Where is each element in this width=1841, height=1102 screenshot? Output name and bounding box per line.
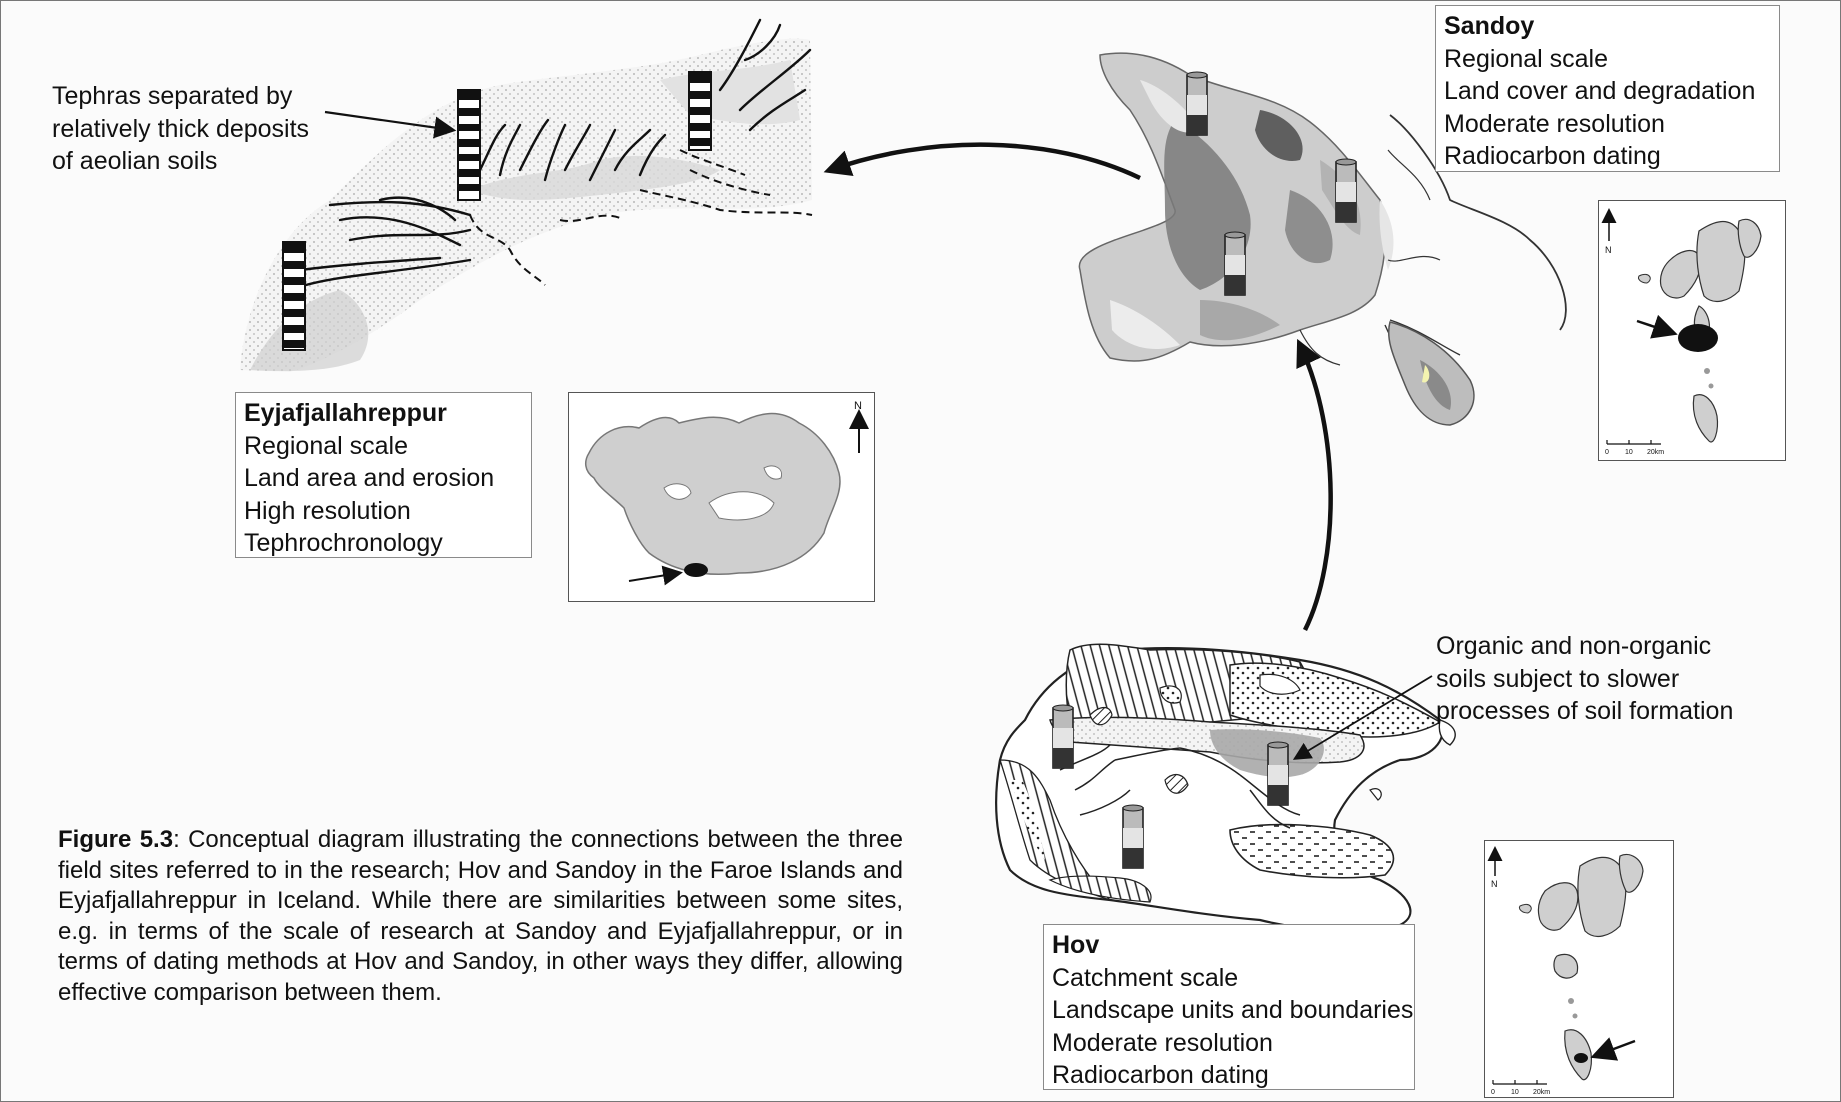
soils-annotation: Organic and non-organic soils subject to… bbox=[1436, 630, 1733, 728]
core-column bbox=[1123, 805, 1143, 868]
core-column bbox=[458, 90, 480, 200]
core-column bbox=[1225, 232, 1245, 295]
faroe-bottom-scale-10: 10 bbox=[1511, 1089, 1519, 1096]
soils-annotation-line: soils subject to slower bbox=[1436, 663, 1733, 696]
iceland-north-label: N bbox=[854, 400, 862, 412]
eyjafjallahreppur-info-box: Eyjafjallahreppur Regional scale Land ar… bbox=[235, 392, 532, 558]
faroe-outline-top: N 0 10 20km bbox=[1599, 201, 1784, 459]
figure-caption: Figure 5.3: Conceptual diagram illustrat… bbox=[58, 825, 903, 1008]
figure-label: Figure 5.3 bbox=[58, 826, 173, 853]
core-column bbox=[689, 72, 711, 150]
faroe-outline-bottom: N 0 10 20km bbox=[1485, 841, 1672, 1096]
soils-annotation-line: processes of soil formation bbox=[1436, 695, 1733, 728]
core-column bbox=[1336, 159, 1356, 222]
arrow-hov-to-sandoy bbox=[1300, 345, 1331, 630]
sandoy-dating: Radiocarbon dating bbox=[1444, 140, 1771, 173]
sandoy-info-box: Sandoy Regional scale Land cover and deg… bbox=[1435, 5, 1780, 172]
faroe-inset-map-top: N 0 10 20km bbox=[1598, 200, 1786, 461]
faroe-top-scale-0: 0 bbox=[1605, 449, 1609, 456]
sandoy-resolution: Moderate resolution bbox=[1444, 108, 1771, 141]
iceland-inset-map: N bbox=[568, 392, 875, 602]
core-column bbox=[1187, 72, 1207, 135]
figure-caption-text: : Conceptual diagram illustrating the co… bbox=[58, 826, 903, 1006]
arrow-sandoy-to-eyjafjallahreppur bbox=[830, 145, 1140, 178]
hov-scale: Catchment scale bbox=[1052, 962, 1406, 995]
eyjafjallahreppur-title: Eyjafjallahreppur bbox=[244, 397, 523, 430]
hov-dating: Radiocarbon dating bbox=[1052, 1059, 1406, 1092]
iceland-outline: N bbox=[569, 393, 873, 600]
eyjafjallahreppur-focus: Land area and erosion bbox=[244, 462, 523, 495]
sandoy-scale: Regional scale bbox=[1444, 43, 1771, 76]
sandoy-focus: Land cover and degradation bbox=[1444, 75, 1771, 108]
faroe-bottom-scale-0: 0 bbox=[1491, 1089, 1495, 1096]
hov-resolution: Moderate resolution bbox=[1052, 1027, 1406, 1060]
faroe-top-north-label: N bbox=[1605, 245, 1612, 255]
hov-title: Hov bbox=[1052, 929, 1406, 962]
faroe-top-scale-20km: 20km bbox=[1647, 449, 1664, 456]
eyjafjallahreppur-dating: Tephrochronology bbox=[244, 527, 523, 560]
eyjafjallahreppur-scale: Regional scale bbox=[244, 430, 523, 463]
tephra-annotation: Tephras separated by relatively thick de… bbox=[52, 80, 309, 178]
tephra-annotation-line: of aeolian soils bbox=[52, 145, 309, 178]
faroe-bottom-north-label: N bbox=[1491, 879, 1498, 889]
core-column bbox=[283, 242, 305, 350]
faroe-inset-map-bottom: N 0 10 20km bbox=[1484, 840, 1674, 1098]
hov-focus: Landscape units and boundaries bbox=[1052, 994, 1406, 1027]
hov-info-box: Hov Catchment scale Landscape units and … bbox=[1043, 924, 1415, 1090]
hov-map bbox=[996, 644, 1455, 930]
core-column bbox=[1268, 742, 1288, 805]
eyjafjallahreppur-map bbox=[240, 20, 812, 372]
faroe-top-scale-10: 10 bbox=[1625, 449, 1633, 456]
soils-annotation-line: Organic and non-organic bbox=[1436, 630, 1733, 663]
eyjafjallahreppur-resolution: High resolution bbox=[244, 495, 523, 528]
core-column bbox=[1053, 705, 1073, 768]
tephra-annotation-line: relatively thick deposits bbox=[52, 113, 309, 146]
sandoy-title: Sandoy bbox=[1444, 10, 1771, 43]
tephra-annotation-line: Tephras separated by bbox=[52, 80, 309, 113]
faroe-bottom-scale-20km: 20km bbox=[1533, 1089, 1550, 1096]
